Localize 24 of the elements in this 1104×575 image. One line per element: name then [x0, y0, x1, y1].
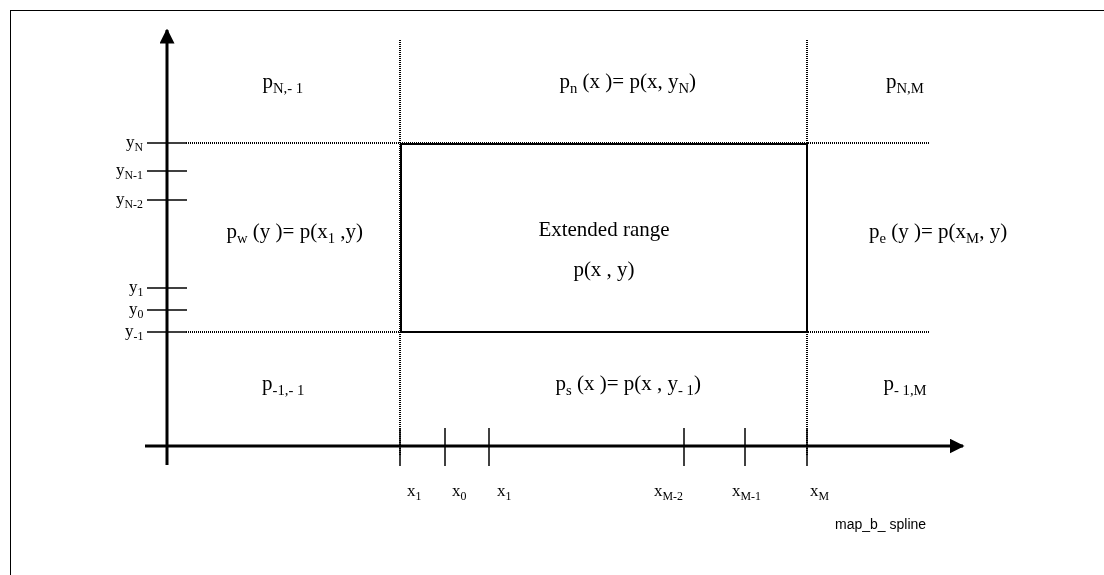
caption-text: map_b_ spline — [835, 517, 927, 533]
tick-label: x$_{M-1}$ — [732, 482, 761, 504]
tick-label: y$_{N-2}$ — [116, 189, 143, 211]
formula-label: p$_{-1,- 1}$ — [262, 372, 305, 399]
formula-label: p$_{s}$ (x )= p(x , y$_{- 1}$) — [555, 372, 701, 399]
range-box — [400, 143, 808, 333]
tick-label: y$_{N}$ — [126, 132, 144, 154]
formula-label: p$_{- 1,M}$ — [883, 372, 927, 399]
formula-label: p$_{N,- 1}$ — [262, 70, 304, 97]
region-title: Extended range — [537, 217, 671, 242]
tick-label: x$_{1}$ — [407, 482, 422, 504]
formula-label: p$_{w}$ (y )= p(x$_{1}$ ,y) — [226, 220, 364, 247]
formula-label: p(x , y) — [572, 257, 636, 282]
formula-label: p$_{N,M}$ — [886, 70, 924, 97]
tick-label: y$_{1}$ — [129, 277, 144, 299]
tick-label: y$_{0}$ — [129, 299, 144, 321]
formula-label: p$_{n}$ (x )= p(x, y$_{N}$) — [559, 70, 697, 97]
tick-label: y$_{-1}$ — [125, 321, 144, 343]
tick-label: x$_{M-2}$ — [654, 482, 683, 504]
tick-label: x$_{1}$ — [497, 482, 512, 504]
tick-label: x$_{0}$ — [452, 482, 467, 504]
formula-label: p$_{e}$ (y )= p(x$_{M}$, y) — [869, 220, 1008, 247]
tick-label: x$_{M}$ — [810, 482, 830, 504]
tick-label: y$_{N-1}$ — [116, 160, 143, 182]
